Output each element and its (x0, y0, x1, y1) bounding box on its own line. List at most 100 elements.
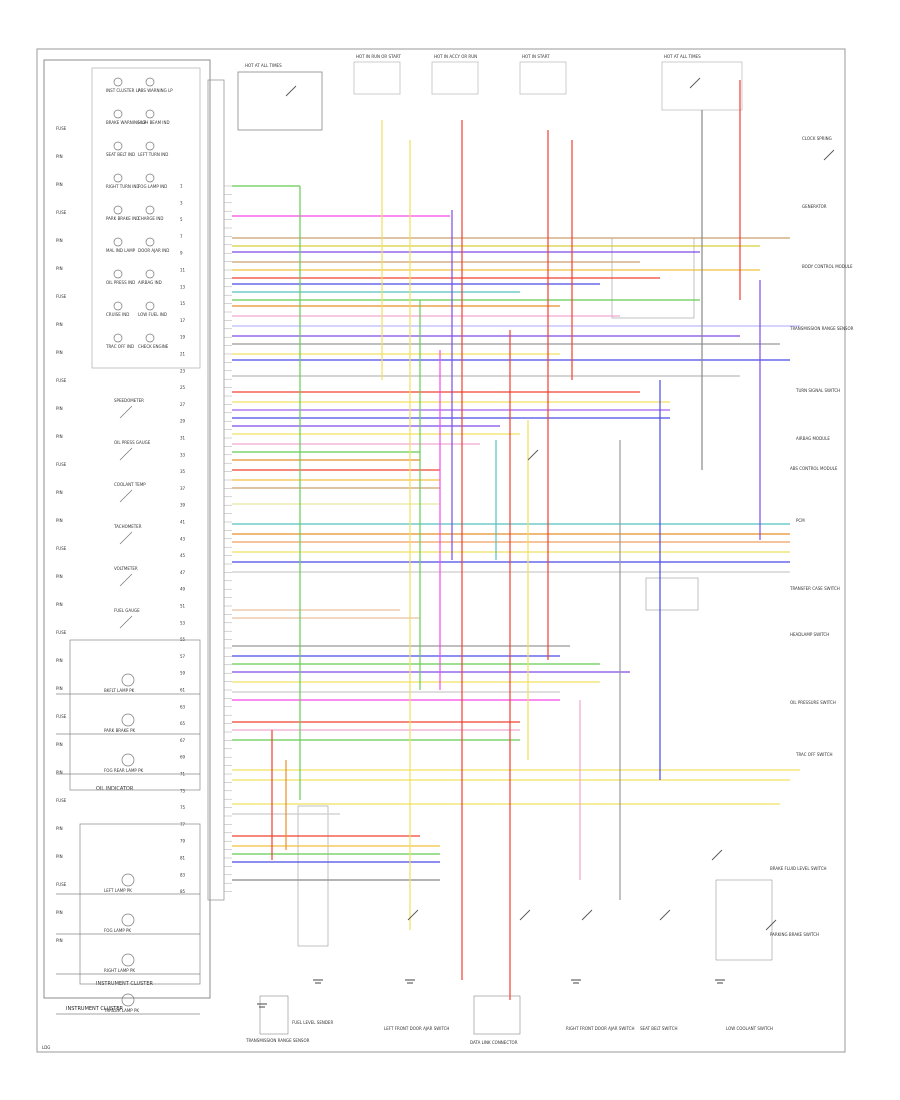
switch-icon (519, 909, 531, 921)
lower-lamp-label: FOG REAR LAMP PK (104, 768, 144, 773)
connector-pin-number: 47 (180, 570, 186, 575)
cluster-pin-label: FUSE (56, 630, 67, 635)
cluster-pin-label: PIN (56, 266, 63, 271)
lamp-bulb-icon (113, 141, 123, 151)
cluster-pin-label: PIN (56, 574, 63, 579)
connector-pin-number: 85 (180, 889, 186, 894)
connector-pin-number: 65 (180, 721, 186, 726)
right-label-2: GENERATOR (802, 204, 827, 209)
lamp-label: LOW FUEL IND (138, 312, 167, 317)
cluster-pin-label: PIN (56, 434, 63, 439)
cluster-pin-label: FUSE (56, 798, 67, 803)
connector-pin-number: 19 (180, 335, 186, 340)
bottom-label-4: DATA LINK CONNECTOR (470, 1040, 518, 1045)
cluster-pin-label: PIN (56, 322, 63, 327)
connector-pin-number: 25 (180, 385, 186, 390)
connector-pin-number: 21 (180, 352, 186, 357)
lamp-bulb-icon (145, 301, 155, 311)
connector-pin-number: 27 (180, 402, 186, 407)
connector-pin-number: 37 (180, 486, 186, 491)
connector-pin-number: 75 (180, 805, 186, 810)
cluster-pin-label: FUSE (56, 882, 67, 887)
connector-pin-number: 45 (180, 553, 186, 558)
lamp-bulb-icon (113, 109, 123, 119)
connector-pin-number: 17 (180, 318, 186, 323)
connector-pin-number: 57 (180, 654, 186, 659)
lower-lamp-icon (121, 913, 135, 927)
right-label-3: BODY CONTROL MODULE (802, 264, 853, 269)
connector-pin-number: 15 (180, 301, 186, 306)
data-link-connector-box (473, 995, 521, 1035)
cluster-pin-label: PIN (56, 910, 63, 915)
lamp-bulb-icon (113, 237, 123, 247)
right-label-5: TURN SIGNAL SWITCH (795, 388, 840, 393)
lower-lamp-label: PARK BRAKE PK (104, 728, 135, 733)
gauge-label: TACHOMETER (113, 524, 142, 529)
connector-pin-number: 9 (180, 251, 183, 256)
outer-frame (36, 48, 846, 1053)
component-boxes (259, 237, 773, 1035)
connector-pin-number: 29 (180, 419, 186, 424)
lamp-bulb-icon (113, 301, 123, 311)
lamp-label: HIGH BEAM IND (138, 120, 170, 125)
connector-pin-number: 55 (180, 637, 186, 642)
top-label-5: HOT AT ALL TIMES (664, 54, 701, 59)
lamp-label: CRUISE IND (106, 312, 129, 317)
cluster-outline (43, 59, 211, 999)
connector-pin-number: 73 (180, 788, 186, 793)
connector-pin-number: 5 (180, 217, 183, 222)
lamp-label: CHARGE IND (138, 216, 163, 221)
cluster-pin-label: PIN (56, 658, 63, 663)
connector-pin-number: 51 (180, 604, 186, 609)
gauge-label: SPEEDOMETER (114, 398, 144, 403)
cluster-pin-label: PIN (56, 602, 63, 607)
connector-strip (207, 79, 225, 901)
fuse-box-5 (661, 61, 743, 111)
right-label-4: TRANSMISSION RANGE SENSOR (789, 326, 854, 331)
switch-icon (689, 77, 701, 89)
right-label-10: HEADLAMP SWITCH (790, 632, 829, 637)
gauge-switch-icon (119, 531, 133, 545)
cluster-pin-label: FUSE (56, 210, 67, 215)
cluster-pin-label: PIN (56, 350, 63, 355)
cluster-pin-label: FUSE (56, 378, 67, 383)
connector-pin-number: 67 (180, 738, 186, 743)
lamp-label: FOG LAMP IND (138, 184, 167, 189)
module-box-lower-right (715, 879, 773, 961)
right-label-11: OIL PRESSURE SWITCH (790, 700, 836, 705)
lamp-label: CHECK ENGINE (138, 344, 169, 349)
switch-icon (285, 85, 297, 97)
fuse-box-2 (353, 61, 401, 95)
module-box-mid-right (645, 577, 699, 611)
lamp-label: BRAKE WARNING LP (106, 120, 147, 125)
transmission-sensor-box (259, 995, 289, 1035)
oil-indicator-loop (69, 639, 201, 791)
bottom-label-5: RIGHT FRONT DOOR AJAR SWITCH (566, 1026, 634, 1031)
connector-pin-number: 3 (180, 200, 183, 205)
switch-icon (659, 909, 671, 921)
lamp-label: LEFT TURN IND (138, 152, 168, 157)
connector-pin-number: 79 (180, 839, 186, 844)
gauge-label: COOLANT TEMP (114, 482, 146, 487)
cluster-pin-label: FUSE (56, 546, 67, 551)
right-label-13: BRAKE FLUID LEVEL SWITCH (770, 866, 827, 871)
connector-pin-number: 61 (180, 688, 186, 693)
lamp-bulb-icon (145, 141, 155, 151)
connector-pin-number: 53 (180, 620, 186, 625)
right-label-14: PARKING BRAKE SWITCH (770, 932, 819, 937)
lamp-bulb-icon (145, 237, 155, 247)
module-box-lower-left (297, 805, 329, 947)
gauge-switch-icon (119, 447, 133, 461)
lamp-label: TRAC OFF IND (105, 344, 134, 349)
lower-lamp-label: RIGHT LAMP PK (104, 968, 135, 973)
connector-pin-number: 1 (180, 184, 183, 189)
connector-pin-number: 69 (180, 755, 186, 760)
lamp-bulb-icon (145, 333, 155, 343)
connector-pin-number: 7 (180, 234, 183, 239)
gauge-switch-icon (119, 405, 133, 419)
lamp-label: SEAT BELT IND (106, 152, 135, 157)
cluster-pin-label: FUSE (56, 294, 67, 299)
connector-pin-number: 77 (180, 822, 186, 827)
oil-indicator-label: OIL INDICATOR (96, 786, 134, 792)
